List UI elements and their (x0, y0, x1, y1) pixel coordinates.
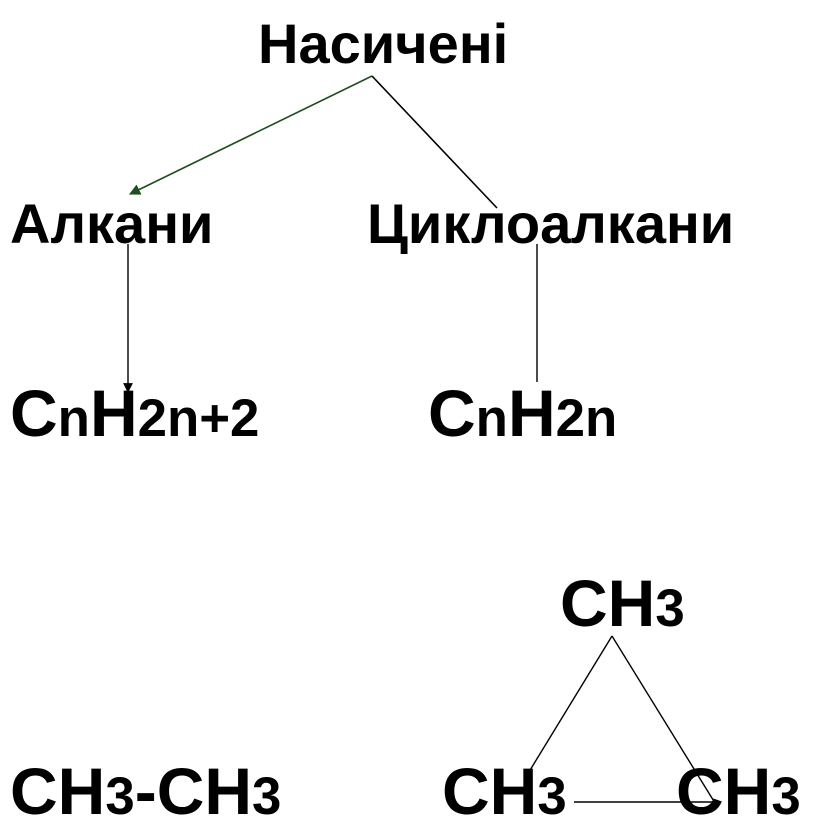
ring-group-left: CH3 (442, 754, 567, 828)
alkanes-general-formula: CnH2n+2 (10, 376, 260, 450)
alkanes-label: Алкани (10, 192, 214, 255)
arrow-root-to-alkanes (128, 75, 373, 195)
ring-bond-top-right (611, 635, 716, 804)
ring-group-top: CH3 (560, 566, 685, 640)
ethane-example: CH3-CH3 (10, 754, 282, 828)
ring-group-right: CH3 (676, 754, 801, 828)
root-label: Насичені (258, 12, 509, 75)
ring-bond-top-left (523, 635, 613, 781)
cycloalkanes-general-formula: CnH2n (428, 376, 618, 450)
cycloalkanes-label: Циклоалкани (367, 192, 735, 255)
line-root-to-cycloalkanes (371, 75, 498, 209)
